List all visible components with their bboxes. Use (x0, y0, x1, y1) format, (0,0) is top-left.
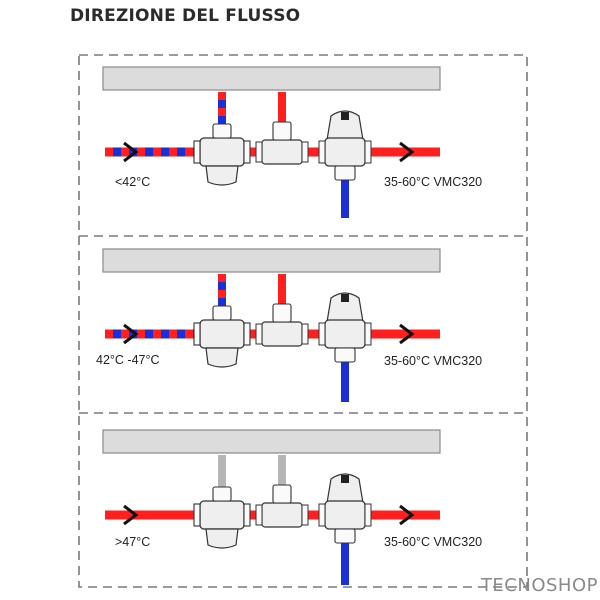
diverter-valve-handle (205, 347, 239, 368)
diverter-valve-body (199, 319, 245, 349)
thermostatic-mixer-nut-right (364, 503, 372, 527)
diverter-valve-nut-right (243, 140, 251, 164)
thermostatic-mixer-head-mark (341, 112, 349, 120)
diagram-title: DIREZIONE DEL FLUSSO (70, 6, 301, 26)
panel-1-left-label: <42°C (115, 175, 150, 189)
diverter-valve-nut-left (193, 140, 201, 164)
tee-fitting-nut-right (301, 504, 309, 526)
tee-fitting-nut-left (255, 504, 263, 526)
tee-fitting-nut-right (301, 141, 309, 163)
radiator-bar (102, 66, 441, 91)
panel-3-right-label: 35-60°C VMC320 (384, 535, 482, 549)
diverter-valve-nut-left (193, 503, 201, 527)
panel-mid-temp (102, 248, 441, 402)
diverter-valve-top-cap (212, 305, 232, 321)
watermark-logo: TECNOSHOP (480, 575, 598, 596)
radiator-bar (102, 248, 441, 273)
thermostatic-mixer-nut-left (318, 503, 326, 527)
diverter-valve-body (199, 500, 245, 530)
thermostatic-mixer-head (326, 292, 364, 323)
panel-2-right-label: 35-60°C VMC320 (384, 354, 482, 368)
diverter-valve-top-cap (212, 486, 232, 502)
thermostatic-mixer-head-mark (341, 294, 349, 302)
panel-3-left-label: >47°C (115, 535, 150, 549)
tee-fitting-top (272, 121, 292, 141)
diverter-valve-body (199, 137, 245, 167)
diverter-valve-top-cap (212, 123, 232, 139)
thermostatic-mixer-head (326, 110, 364, 141)
diverter-valve-handle (205, 165, 239, 186)
thermostatic-mixer-nut-right (364, 140, 372, 164)
panel-high-temp (102, 429, 441, 585)
thermostatic-mixer-body (324, 137, 366, 167)
diverter-valve-nut-right (243, 322, 251, 346)
thermostatic-mixer-head-mark (341, 475, 349, 483)
tee-fitting-nut-left (255, 323, 263, 345)
panel-1-right-label: 35-60°C VMC320 (384, 175, 482, 189)
thermostatic-mixer-nut-left (318, 322, 326, 346)
panel-low-temp (102, 66, 441, 218)
thermostatic-mixer-body (324, 319, 366, 349)
diverter-valve-nut-left (193, 322, 201, 346)
tee-fitting-body (261, 139, 303, 165)
diverter-valve-nut-right (243, 503, 251, 527)
flow-arrow-left (123, 141, 139, 163)
thermostatic-mixer-bottom-nut (334, 165, 356, 181)
thermostatic-mixer-body (324, 500, 366, 530)
tee-fitting-body (261, 502, 303, 528)
flow-arrow-left (123, 323, 139, 345)
flow-arrow-left (123, 504, 139, 526)
flow-arrow-right (399, 323, 415, 345)
frame-border (78, 54, 528, 588)
tee-fitting-nut-right (301, 323, 309, 345)
thermostatic-mixer-bottom-nut (334, 347, 356, 363)
diverter-valve-handle (205, 528, 239, 549)
thermostatic-mixer-nut-left (318, 140, 326, 164)
tee-fitting-top (272, 484, 292, 504)
flow-arrow-right (399, 141, 415, 163)
thermostatic-mixer-nut-right (364, 322, 372, 346)
panel-2-left-label: 42°C -47°C (96, 353, 160, 367)
tee-fitting-nut-left (255, 141, 263, 163)
tee-fitting-top (272, 303, 292, 323)
tee-fitting-body (261, 321, 303, 347)
thermostatic-mixer-bottom-nut (334, 528, 356, 544)
thermostatic-mixer-head (326, 473, 364, 504)
flow-arrow-right (399, 504, 415, 526)
radiator-bar (102, 429, 441, 454)
